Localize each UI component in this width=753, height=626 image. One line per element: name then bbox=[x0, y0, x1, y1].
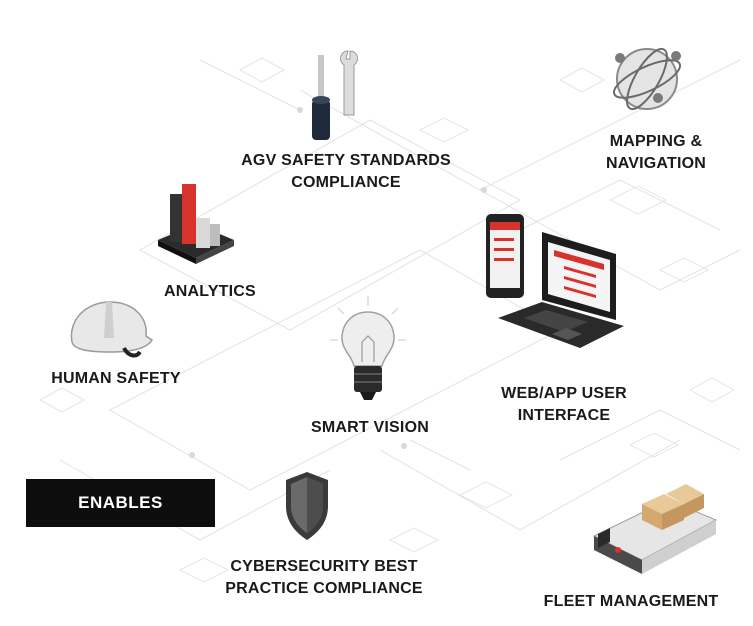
tools-icon bbox=[312, 50, 358, 140]
label-line: INTERFACE bbox=[517, 407, 611, 424]
feature-label-webapp: WEB/APP USER INTERFACE bbox=[484, 383, 644, 427]
agv-robot-icon bbox=[592, 484, 718, 574]
label-line: MAPPING & bbox=[609, 133, 703, 150]
label-line: WEB/APP USER bbox=[501, 385, 627, 402]
label-line: SMART VISION bbox=[311, 419, 429, 436]
label-line: FLEET MANAGEMENT bbox=[543, 593, 719, 610]
laptop-phone-icon bbox=[486, 214, 624, 348]
feature-label-cybersecurity: CYBERSECURITY BEST PRACTICE COMPLIANCE bbox=[206, 556, 442, 600]
feature-label-smart-vision: SMART VISION bbox=[292, 417, 448, 439]
feature-label-human-safety: HUMAN SAFETY bbox=[36, 368, 196, 390]
light-bulb-icon bbox=[330, 296, 406, 400]
label-line: ANALYTICS bbox=[164, 283, 256, 300]
feature-label-mapping: MAPPING & NAVIGATION bbox=[586, 131, 726, 175]
feature-label-analytics: ANALYTICS bbox=[150, 281, 270, 303]
bar-chart-icon bbox=[158, 184, 234, 264]
label-line: PRACTICE COMPLIANCE bbox=[225, 580, 423, 597]
label-line: NAVIGATION bbox=[605, 155, 707, 172]
hard-hat-icon bbox=[70, 301, 154, 358]
feature-label-fleet: FLEET MANAGEMENT bbox=[526, 591, 736, 613]
label-line: AGV SAFETY STANDARDS bbox=[241, 152, 451, 169]
label-line: CYBERSECURITY BEST bbox=[230, 558, 418, 575]
enables-badge: ENABLES bbox=[26, 479, 215, 527]
shield-icon bbox=[286, 472, 328, 540]
label-line: HUMAN SAFETY bbox=[51, 370, 181, 387]
globe-icon bbox=[612, 47, 682, 111]
feature-label-agv-safety: AGV SAFETY STANDARDS COMPLIANCE bbox=[220, 150, 472, 194]
label-line: COMPLIANCE bbox=[291, 174, 401, 191]
